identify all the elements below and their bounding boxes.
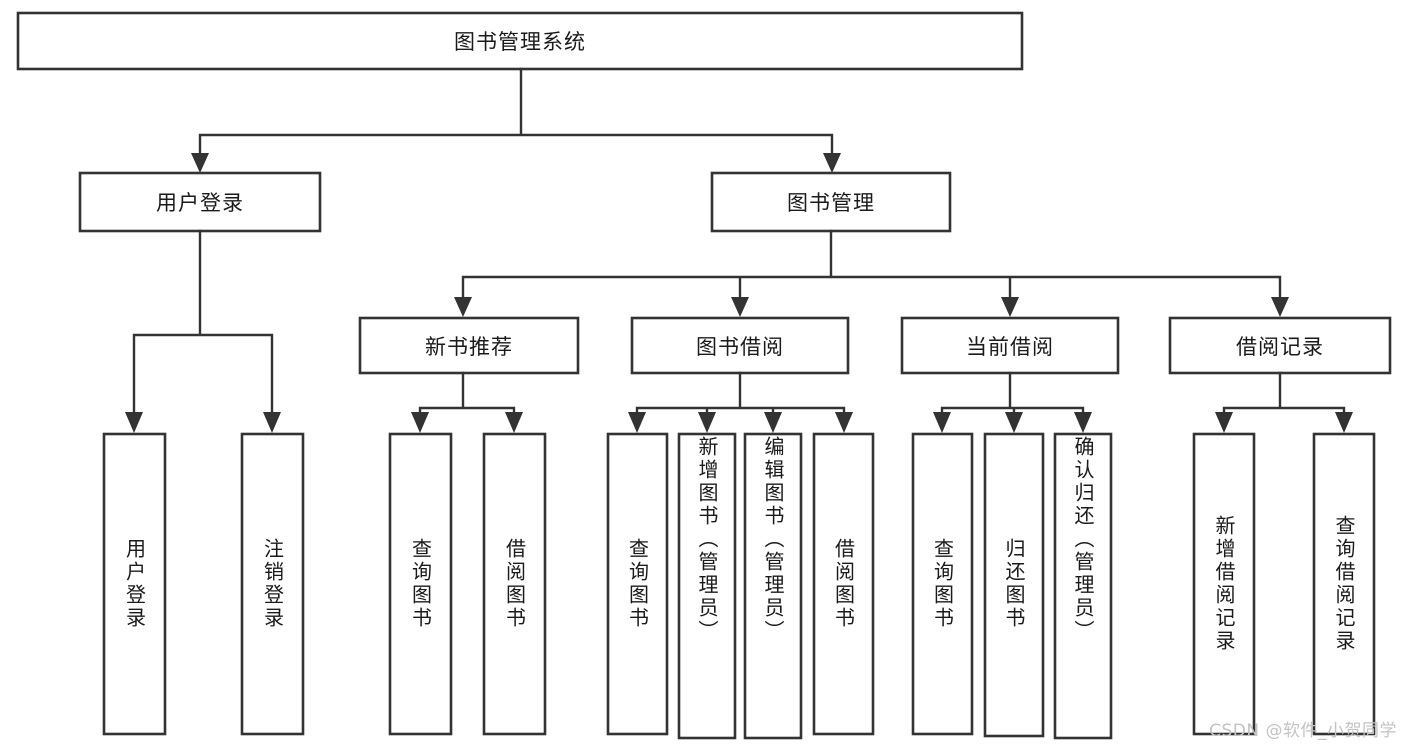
connector-user-login-to-leaves: [132, 229, 274, 422]
node-box-leaf-query-book-2[interactable]: [606, 432, 669, 736]
arrow-to-leaf-logout: [263, 412, 281, 433]
node-box-leaf-add-book-admin[interactable]: [677, 432, 737, 740]
arrow-to-leaf-query-book-1: [411, 412, 429, 433]
arrow-to-current-borrow: [1001, 297, 1019, 317]
node-box-new-book-recommend[interactable]: [358, 316, 580, 375]
arrow-to-book-management: [823, 153, 841, 173]
arrow-to-leaf-confirm-return-admin: [1074, 412, 1092, 433]
node-box-root[interactable]: [16, 11, 1024, 71]
arrow-to-new-book-recommend: [454, 297, 472, 317]
arrow-to-leaf-add-borrow-record: [1215, 412, 1233, 433]
node-box-leaf-return-book[interactable]: [983, 432, 1045, 738]
arrow-to-leaf-query-book-3: [933, 412, 951, 433]
arrow-to-leaf-borrow-book-1: [505, 412, 523, 433]
connector-root-to-level2: [198, 67, 834, 162]
arrow-to-user-login: [191, 153, 209, 173]
connector-new-book-recommend-to-leaves: [418, 371, 516, 422]
node-box-leaf-borrow-book-1[interactable]: [482, 432, 547, 736]
arrow-to-leaf-return-book: [1005, 412, 1023, 433]
node-box-leaf-query-borrow-record[interactable]: [1312, 432, 1376, 736]
node-box-leaf-edit-book-admin[interactable]: [743, 432, 803, 740]
node-box-leaf-user-login[interactable]: [102, 432, 167, 736]
node-box-leaf-borrow-book-2[interactable]: [812, 432, 875, 736]
node-box-leaf-query-book-3[interactable]: [911, 432, 974, 736]
node-box-leaf-add-borrow-record[interactable]: [1192, 432, 1256, 736]
node-box-book-borrow[interactable]: [630, 316, 850, 375]
connector-book-management-to-level3: [461, 229, 1282, 307]
node-box-user-login[interactable]: [78, 171, 322, 233]
node-box-current-borrow[interactable]: [900, 316, 1120, 375]
node-box-leaf-confirm-return-admin[interactable]: [1053, 432, 1113, 740]
node-box-leaf-logout[interactable]: [240, 432, 305, 736]
node-box-borrow-record[interactable]: [1168, 316, 1392, 375]
watermark-text: CSDN @软件_小贺同学: [1209, 721, 1397, 741]
connector-book-borrow-to-leaves: [635, 371, 846, 422]
arrow-to-leaf-user-login: [125, 412, 143, 433]
node-box-book-management[interactable]: [710, 171, 952, 233]
arrow-to-leaf-query-borrow-record: [1335, 412, 1353, 433]
arrow-to-leaf-add-book-admin: [698, 412, 716, 433]
arrow-to-leaf-edit-book-admin: [764, 412, 782, 433]
arrow-to-book-borrow: [731, 297, 749, 317]
arrow-to-leaf-borrow-book-2: [835, 412, 853, 433]
node-box-leaf-query-book-1[interactable]: [388, 432, 453, 736]
connector-borrow-record-to-leaves: [1222, 371, 1346, 422]
arrow-to-leaf-query-book-2: [628, 412, 646, 433]
arrow-to-borrow-record: [1271, 297, 1289, 317]
